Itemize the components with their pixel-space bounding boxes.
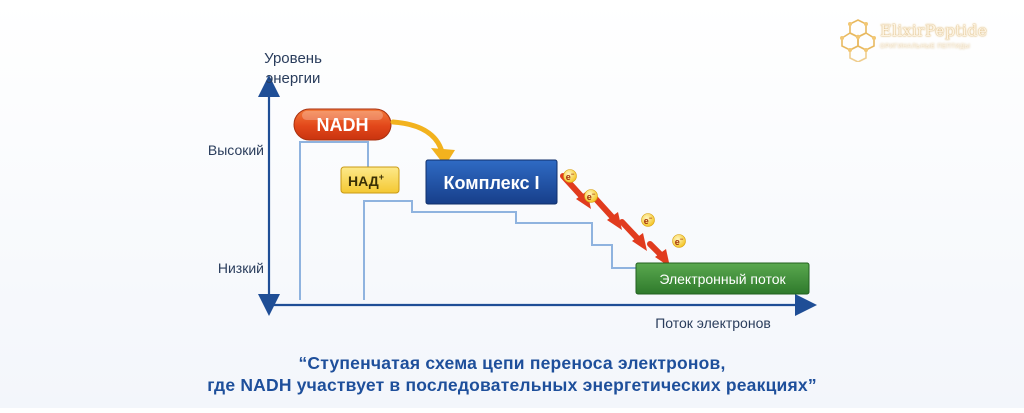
electron-charge: − [571, 172, 575, 178]
nadh-to-complex-arrowhead [431, 148, 455, 166]
electron-arrowhead-2 [607, 212, 622, 230]
electron-arrow-3 [619, 219, 642, 243]
energy-step-high [299, 141, 369, 300]
svg-text:e−: e− [644, 216, 653, 226]
logo-name: ElixirPeptide [880, 21, 988, 40]
svg-text:e−: e− [675, 237, 684, 247]
electron-dot-3: e− [641, 213, 655, 227]
electron-dot-4: e− [672, 234, 686, 248]
nadh-label: NADH [317, 115, 369, 135]
electron-symbol: e [587, 192, 592, 202]
electron-charge: − [592, 192, 596, 198]
x-axis-label: Поток электронов [655, 315, 771, 331]
electron-flow-node: Электронный поток [635, 262, 810, 295]
y-axis-label-line1: Уровень [264, 50, 322, 67]
electron-charge: − [649, 216, 653, 222]
y-high-label: Высокий [208, 142, 264, 158]
caption: “Ступенчатая схема цепи переноса электро… [0, 352, 1024, 396]
caption-line-1: “Ступенчатая схема цепи переноса электро… [298, 353, 726, 373]
electron-flow-label: Электронный поток [659, 271, 786, 287]
svg-text:НАД+: НАД+ [348, 172, 384, 189]
y-low-label: Низкий [218, 260, 264, 276]
electron-arrow-2 [591, 194, 617, 222]
y-axis-label-line2: энергии [266, 70, 321, 87]
svg-text:e−: e− [566, 172, 575, 182]
brand-logo: ElixirPeptide ОРИГИНАЛЬНЫЕ ПЕПТИДЫ [838, 18, 1018, 66]
energy-step-descending [363, 200, 640, 300]
nadh-to-complex-arrow [390, 119, 445, 155]
electron-symbol: e [644, 216, 649, 226]
nad-superscript: + [379, 172, 384, 182]
electron-arrowhead-3 [632, 233, 647, 251]
molecule-logo-icon [840, 19, 876, 62]
complex-i-label: Комплекс I [444, 173, 540, 193]
electron-symbol: e [675, 237, 680, 247]
electron-symbol: e [566, 172, 571, 182]
electron-charge: − [680, 237, 684, 243]
electron-dot-1: e− [563, 169, 577, 183]
caption-line-2: где NADH участвует в последовательных эн… [207, 375, 817, 395]
nad-node: НАД+ [340, 166, 400, 194]
nadh-node: NADH [293, 108, 392, 141]
electron-dot-2: e− [584, 189, 598, 203]
electron-cascade: e− e− e− e− [560, 169, 686, 267]
logo-tagline: ОРИГИНАЛЬНЫЕ ПЕПТИДЫ [880, 44, 971, 50]
complex-i-node: Комплекс I [425, 159, 558, 205]
svg-text:e−: e− [587, 192, 596, 202]
nad-label: НАД [348, 173, 379, 189]
